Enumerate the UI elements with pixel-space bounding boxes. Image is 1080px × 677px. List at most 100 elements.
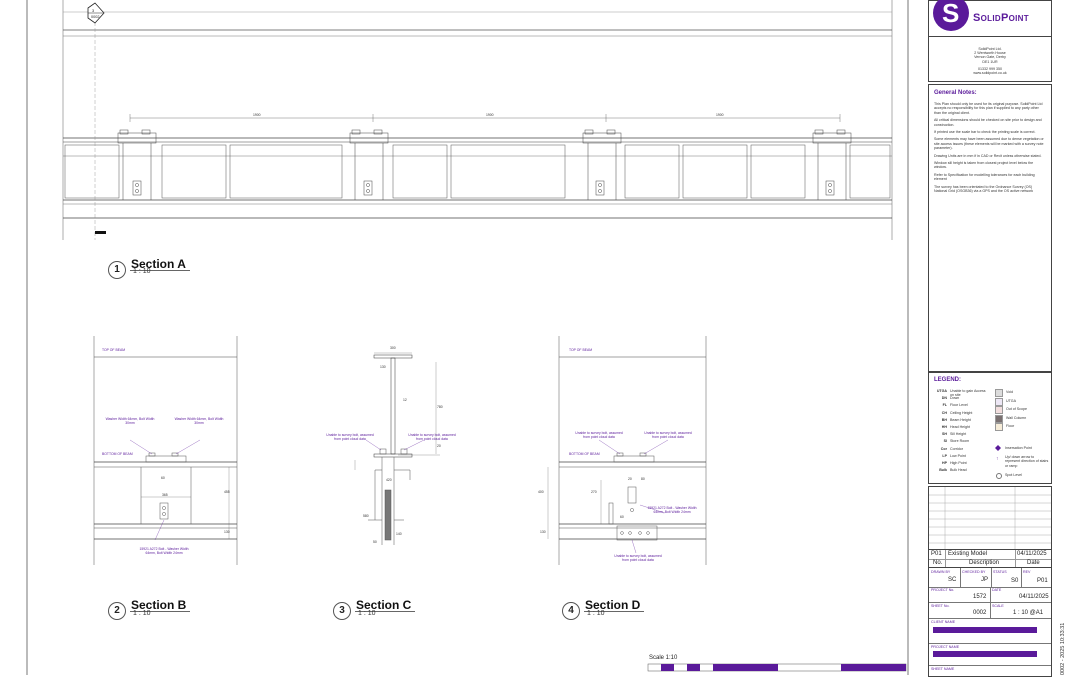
general-notes-panel: General Notes: This Plan should only be …	[928, 84, 1052, 372]
legend-swatch	[995, 389, 1003, 397]
section-c-dim-9: 50	[373, 540, 377, 544]
legend-abbr-code: FL	[942, 403, 947, 408]
revision-grid	[928, 486, 1052, 551]
section-a-span-3: 1900	[716, 113, 724, 117]
section-d-bolt-note: 15921 A272 Bolt - Washer Width 64mm, Bol…	[647, 506, 697, 514]
drawn-by-value: SC	[948, 577, 957, 583]
section-b-bolt-note: 15921 A272 Bolt - Washer Width 64mm, Bol…	[139, 547, 189, 555]
section-3-title: Section C	[356, 598, 412, 612]
legend-heading: LEGEND:	[934, 377, 961, 383]
legend-symbol-label: Floor	[1006, 424, 1015, 428]
title-block-company: S SolidPoint SolidPoint Ltd. 2 Wentworth…	[928, 0, 1052, 82]
legend-symbol-label: Void	[1006, 390, 1013, 394]
legend-abbr-code: BH	[941, 417, 947, 422]
section-d-dim-4: 20	[628, 477, 632, 481]
legend-abbr-desc: Unable to gain Access on site	[950, 389, 986, 398]
section-b-top-of-beam: TOP OF BEAM	[102, 348, 126, 352]
revision-code: P01	[931, 551, 942, 557]
notes-list: This Plan should only be used for its or…	[934, 102, 1044, 194]
legend-abbr-desc: Ceiling Height	[950, 410, 973, 415]
status-value: S0	[1011, 578, 1019, 584]
legend-abbr-desc: High Point	[950, 461, 967, 465]
legend-abbr-code: CH	[941, 410, 947, 415]
insertion-point-icon	[995, 445, 1001, 451]
section-b-washer-left: Washer Width 64mm, Bolt Width 30mm	[105, 417, 155, 425]
section-d-bottom-of-beam: BOTTOM OF BEAM	[569, 452, 600, 456]
section-2-scale: 1 : 10	[133, 610, 151, 617]
section-d-dim-5: 80	[641, 477, 645, 481]
legend-abbr-desc: Bulk Head	[950, 468, 967, 473]
sheet-no-value: 0002	[973, 610, 987, 616]
stairs-arrow-icon: ↑	[996, 456, 999, 462]
legend-abbr-desc: Beam Height	[950, 417, 971, 422]
section-4-title: Section D	[585, 598, 641, 612]
project-no-label: PROJECT No.	[931, 588, 955, 592]
client-name-label: CLIENT NAME	[931, 620, 956, 624]
section-c-dim-6: 420	[386, 478, 392, 482]
legend-panel: LEGEND: Insersation Point ↑ Up/ down arr…	[928, 372, 1052, 484]
legend-abbr-code: SI	[943, 439, 947, 444]
revision-col-no: No.	[933, 560, 943, 566]
legend-abbr-desc: Sill Height	[950, 432, 967, 437]
legend-swatch	[995, 406, 1003, 414]
section-d-dim-2: 270	[591, 490, 597, 494]
scale-bar-graphic	[647, 663, 907, 672]
section-a-span-1: 1900	[253, 113, 261, 117]
legend-marker-spot: Spot Level	[1005, 473, 1022, 477]
side-date-stamp: 0002 - 2025 10:33:31	[1060, 622, 1066, 675]
section-2-title: Section B	[131, 598, 187, 612]
section-2-number: 2	[108, 602, 126, 620]
project-no-value: 1572	[973, 594, 987, 600]
section-c-dim-4: 780	[437, 405, 443, 409]
section-a-span-2: 1900	[486, 113, 494, 117]
revision-description: Existing Model	[948, 551, 988, 557]
date-value: 04/11/2025	[1019, 594, 1049, 600]
revision-current: P01 Existing Model 04/11/2025 No. Descri…	[928, 549, 1052, 569]
section-b-bottom-of-beam: BOTTOM OF BEAM	[102, 452, 133, 456]
section-3-scale: 1 : 10	[358, 610, 376, 617]
legend-abbr-code: Bulk	[939, 468, 947, 473]
company-address: SolidPoint Ltd. 2 Wentworth House Vernon…	[973, 47, 1007, 76]
section-c-dim-3: 12	[403, 398, 407, 402]
section-b-washer-right: Washer Width 64mm, Bolt Width 30mm	[174, 417, 224, 425]
section-a-marker-number: 3	[92, 9, 95, 13]
legend-abbr-code: UTGA	[936, 389, 947, 393]
section-b-drawing	[93, 336, 238, 565]
rev-value: P01	[1037, 578, 1048, 584]
revision-col-desc: Description	[969, 560, 1000, 566]
legend-abbr-desc: Floor Level	[950, 403, 968, 408]
scale-label: SCALE	[992, 604, 1004, 608]
solidpoint-logo-icon: S	[933, 0, 969, 31]
legend-abbr-code: HH	[941, 425, 947, 429]
legend-swatch	[995, 397, 1003, 406]
legend-abbr-code: SH	[942, 432, 947, 437]
section-c-dim-1: 300	[390, 346, 396, 350]
project-name-redacted	[933, 651, 1037, 657]
section-b-dim-1: 60	[161, 476, 165, 480]
section-d-dim-6: 130	[540, 530, 546, 534]
section-c-dim-2: 130	[380, 365, 386, 369]
section-4-scale: 1 : 10	[587, 610, 605, 617]
section-d-bottom-note: Unable to survey bolt, assumed from poin…	[614, 554, 662, 562]
legend-abbr-desc: Corridor	[950, 446, 963, 451]
company-logo-text: SolidPoint	[973, 12, 1029, 24]
date-label: DATE	[992, 588, 1002, 592]
legend-abbr-desc: Low Point	[950, 453, 966, 458]
legend-symbol-label: Wall Column	[1006, 415, 1027, 420]
legend-abbr-code: HP	[942, 461, 947, 465]
scale-value: 1 : 10 @A1	[1013, 610, 1044, 616]
project-name-label: PROJECT NAME	[931, 645, 960, 649]
sheet-name-label: SHEET NAME	[931, 667, 955, 671]
section-c-drawing	[354, 352, 440, 545]
section-d-dim-3: 60	[620, 515, 624, 519]
section-3-number: 3	[333, 602, 351, 620]
section-d-left-note: Unable to survey bolt, assumed from poin…	[575, 431, 623, 439]
section-d-dim-1: 400	[538, 490, 544, 494]
section-1-title: Section A	[131, 257, 186, 271]
drawn-by-label: DRAWN BY	[931, 570, 951, 574]
section-d-top-of-beam: TOP OF BEAM	[569, 348, 593, 352]
title-block-fields: DRAWN BY SC CHECKED BY JP STATUS S0 REV …	[928, 567, 1052, 677]
checked-by-value: JP	[981, 577, 989, 583]
section-b-dim-3: 455	[224, 490, 230, 494]
